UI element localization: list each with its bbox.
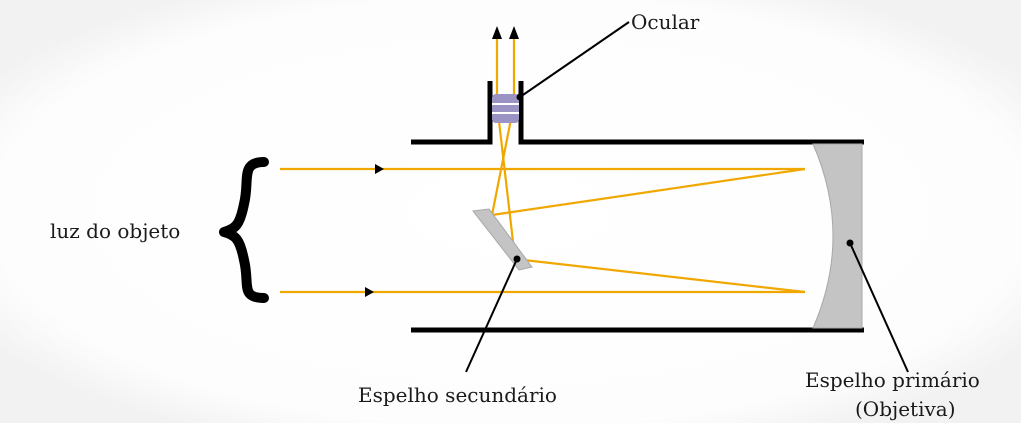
eyepiece-label: Ocular bbox=[631, 10, 700, 34]
arrow-incoming-top bbox=[375, 164, 384, 174]
primary-mirror-sublabel: (Objetiva) bbox=[855, 397, 956, 421]
arrow-incoming-bottom bbox=[365, 287, 374, 297]
tube-top-wall-right bbox=[518, 81, 864, 145]
telescope-tube bbox=[411, 81, 864, 333]
arrow-out-right bbox=[509, 26, 519, 39]
eyepiece-lens bbox=[492, 94, 519, 123]
arrow-out-left bbox=[492, 26, 502, 39]
ray-bottom-reflected bbox=[514, 257, 806, 294]
tube-top-wall-left bbox=[411, 81, 493, 145]
object-light-label: luz do objeto bbox=[50, 219, 180, 243]
object-light-brace bbox=[219, 157, 269, 303]
primary-mirror-pointer bbox=[849, 242, 909, 373]
primary-mirror bbox=[812, 143, 863, 329]
secondary-mirror bbox=[472, 208, 533, 271]
eyepiece-pointer bbox=[519, 21, 630, 98]
primary-mirror-label: Espelho primário bbox=[805, 368, 980, 392]
secondary-mirror-pointer bbox=[465, 258, 518, 373]
pointer-lines bbox=[465, 21, 909, 373]
ray-top-reflected bbox=[491, 167, 806, 217]
secondary-mirror-label: Espelho secundário bbox=[358, 383, 557, 407]
